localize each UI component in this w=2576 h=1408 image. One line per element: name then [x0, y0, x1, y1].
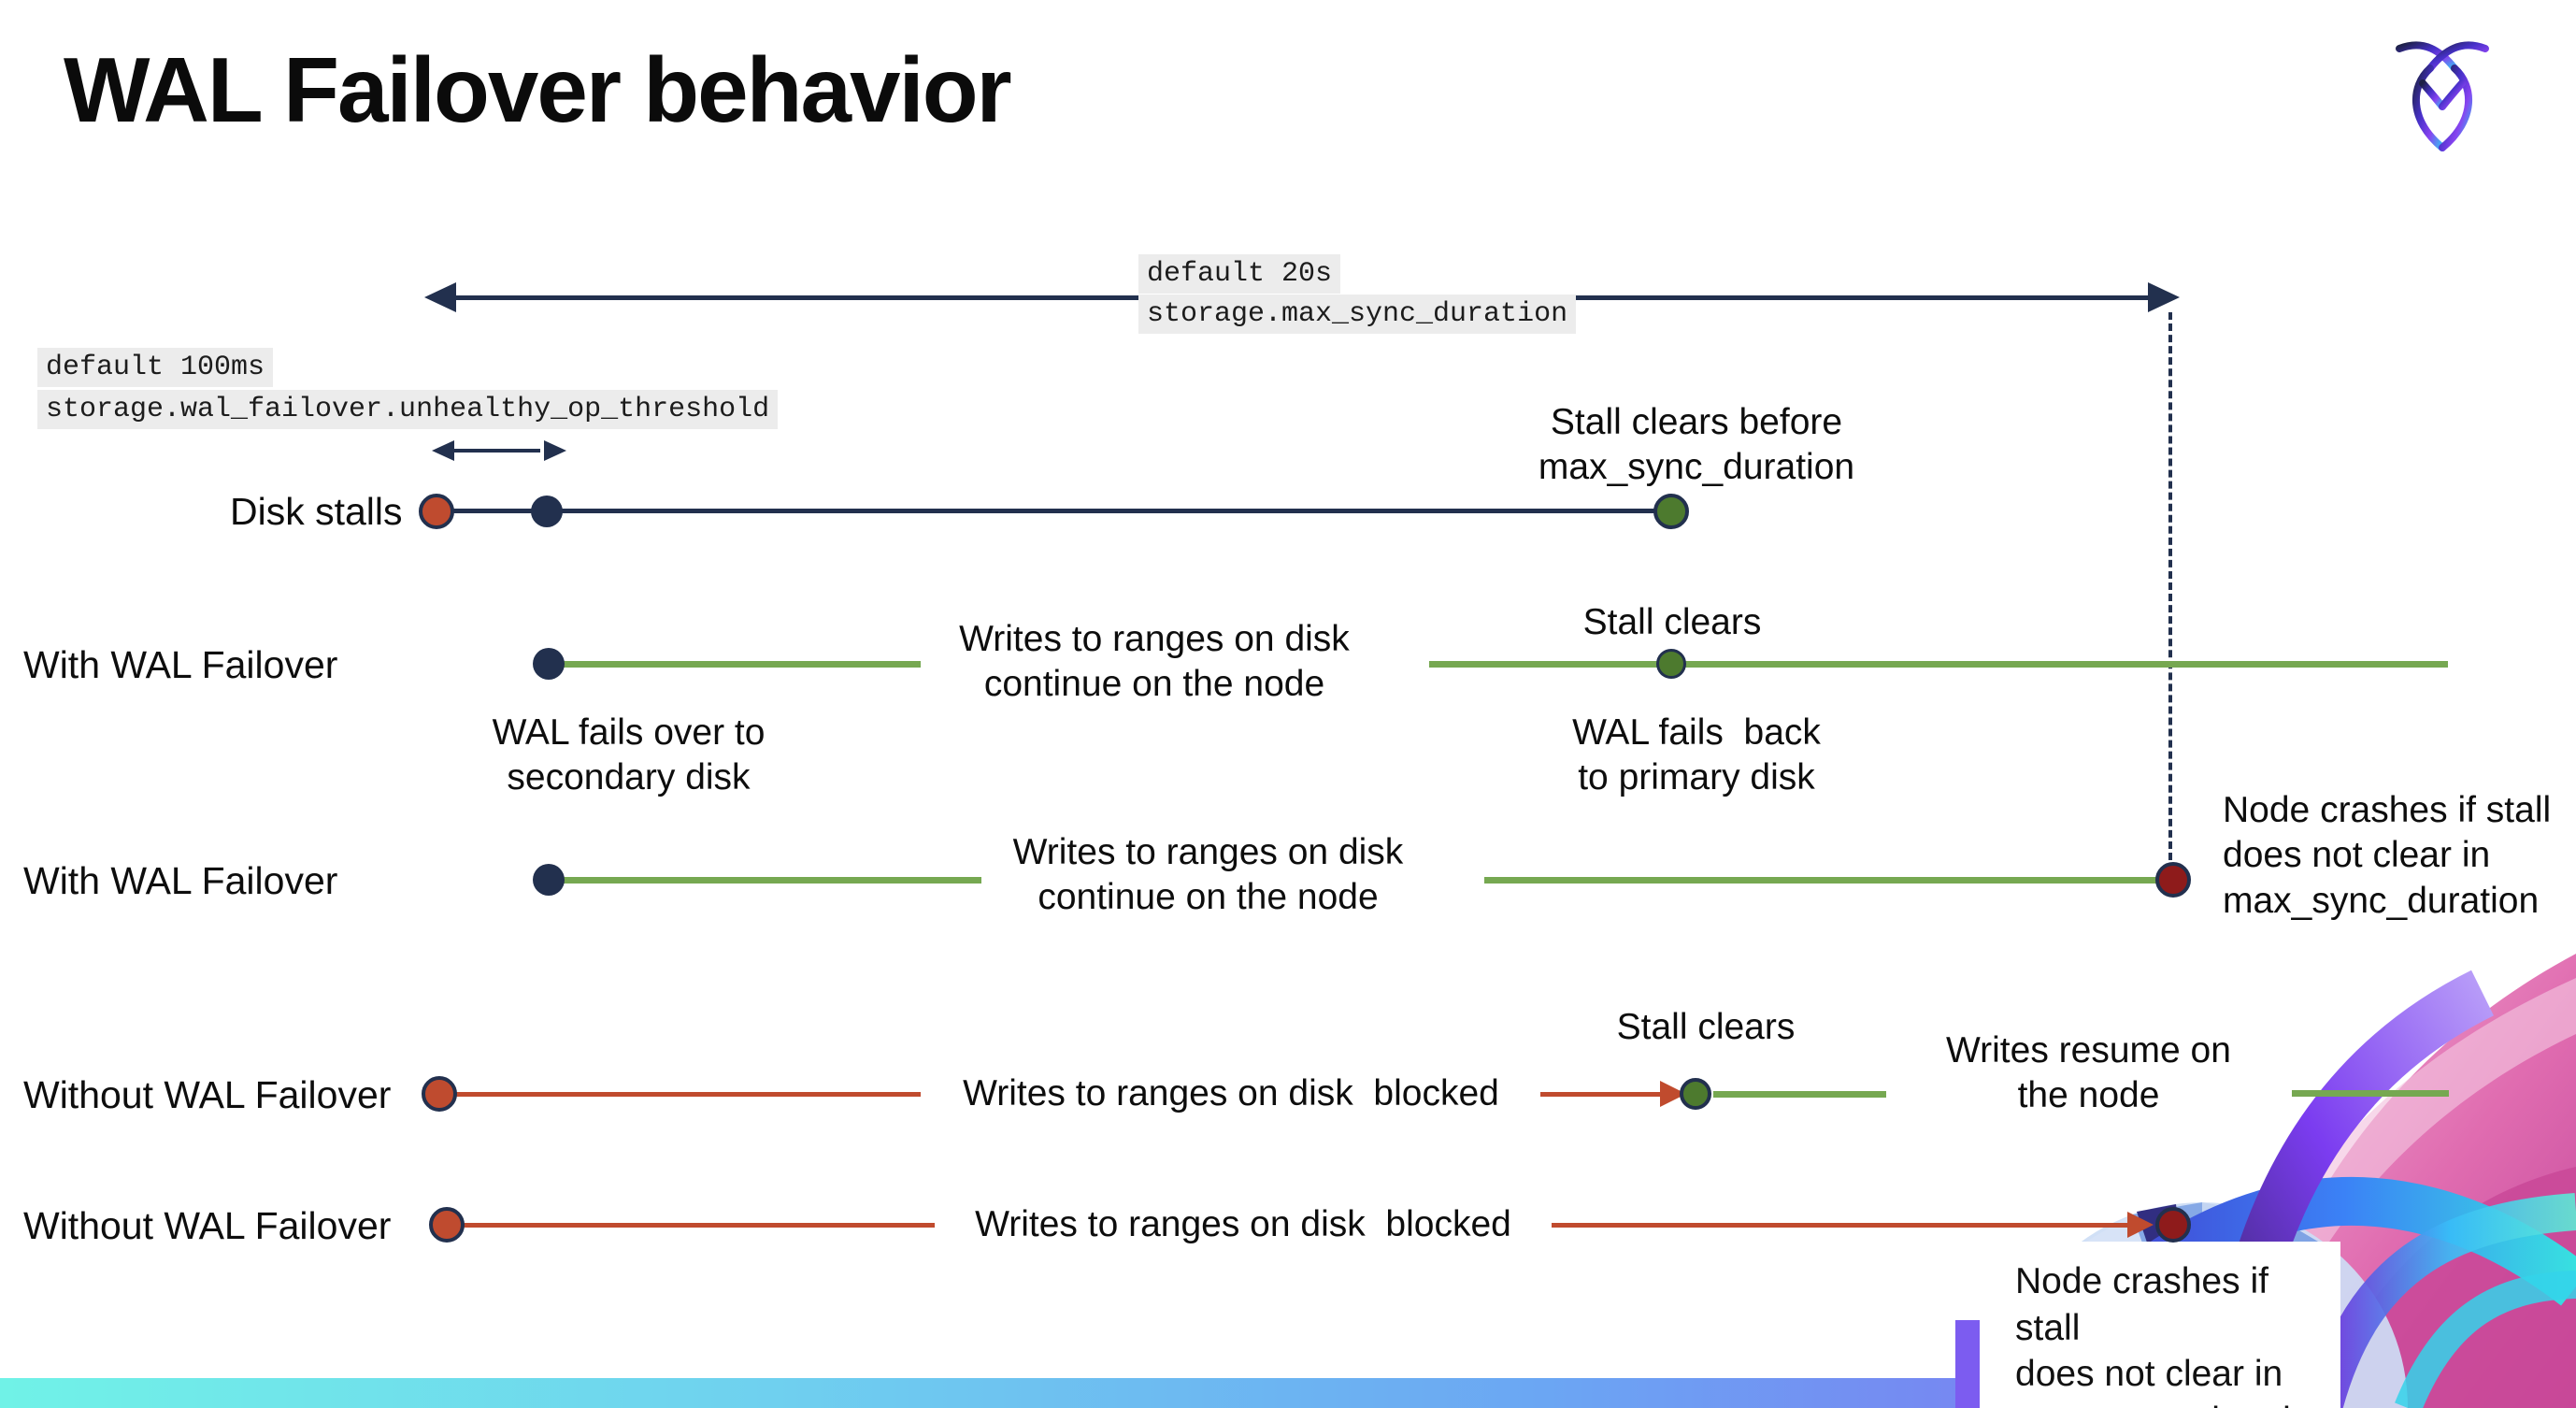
stall-start-dot-2: [429, 1207, 465, 1243]
note-wal-fails-back: WAL fails back to primary disk: [1572, 712, 1821, 798]
failover-start-dot-2: [533, 864, 565, 896]
writes-blocked-line-c: [447, 1223, 935, 1228]
arrowhead-right-icon: [2148, 282, 2180, 312]
row-label-without-wal-failover-1: Without WAL Failover: [23, 1073, 392, 1116]
row-label-with-wal-failover-1: With WAL Failover: [23, 643, 338, 686]
row-label-disk-stalls: Disk stalls: [230, 490, 403, 533]
disk-stall-start-dot: [419, 494, 454, 529]
threshold-reached-dot: [531, 496, 563, 527]
writes-blocked-line-a: [439, 1092, 921, 1097]
row-label-with-wal-failover-2: With WAL Failover: [23, 859, 338, 902]
stall-clears-dot-3: [1680, 1078, 1711, 1110]
note-writes-continue-1: Writes to ranges on disk continue on the…: [959, 619, 1350, 705]
note-stall-clears-before: Stall clears before max_sync_duration: [1538, 402, 1855, 488]
note-stall-clears-2: Stall clears: [1616, 1007, 1796, 1047]
note-writes-blocked-1: Writes to ranges on disk blocked: [963, 1073, 1499, 1113]
threshold-arrow-line: [449, 449, 540, 453]
writes-continue-line-a: [549, 661, 921, 668]
arrowhead-red-icon-2: [2127, 1212, 2154, 1238]
config-default-unhealthy-op: default 100ms: [37, 348, 274, 387]
writes-resume-line-a: [1713, 1091, 1886, 1098]
disk-stall-timeline: [436, 509, 1671, 513]
arrowhead-left-icon: [424, 282, 456, 312]
writes-blocked-line-d: [1552, 1223, 2129, 1228]
note-stall-clears-1: Stall clears: [1582, 602, 1762, 642]
stall-clears-dot: [1653, 494, 1689, 529]
writes-continue-line-b: [1429, 661, 2448, 668]
page-title: WAL Failover behavior: [64, 38, 1012, 141]
cockroachdb-logo-icon: [2396, 41, 2489, 151]
max-sync-deadline-dashed-line: [2168, 312, 2172, 860]
config-setting-max-sync: storage.max_sync_duration: [1138, 295, 1577, 334]
note-node-crashes-1: Node crashes if stall does not clear in …: [2223, 790, 2552, 921]
arrowhead-left-small-icon: [432, 440, 454, 461]
failover-start-dot: [533, 648, 565, 680]
writes-blocked-line-b: [1540, 1092, 1662, 1097]
node-crash-dot-2: [2155, 1207, 2191, 1243]
note-node-crashes-2: Node crashes if stall does not clear in …: [1980, 1242, 2340, 1408]
writes-continue-line-d: [1484, 877, 2170, 884]
writes-resume-line-b: [2292, 1090, 2449, 1097]
note-writes-continue-2: Writes to ranges on disk continue on the…: [1012, 832, 1404, 918]
arrowhead-right-small-icon: [544, 440, 566, 461]
note-wal-fails-over: WAL fails over to secondary disk: [492, 712, 766, 798]
note-writes-resume: Writes resume on the node: [1946, 1030, 2231, 1116]
stall-clears-dot-2: [1656, 649, 1686, 679]
config-default-max-sync: default 20s: [1138, 254, 1341, 294]
config-setting-unhealthy-op: storage.wal_failover.unhealthy_op_thresh…: [37, 390, 779, 429]
stall-start-dot-1: [422, 1076, 457, 1112]
note-writes-blocked-2: Writes to ranges on disk blocked: [975, 1204, 1511, 1244]
row-label-without-wal-failover-2: Without WAL Failover: [23, 1204, 392, 1247]
writes-continue-line-c: [549, 877, 981, 884]
node-crash-dot-1: [2155, 862, 2191, 898]
